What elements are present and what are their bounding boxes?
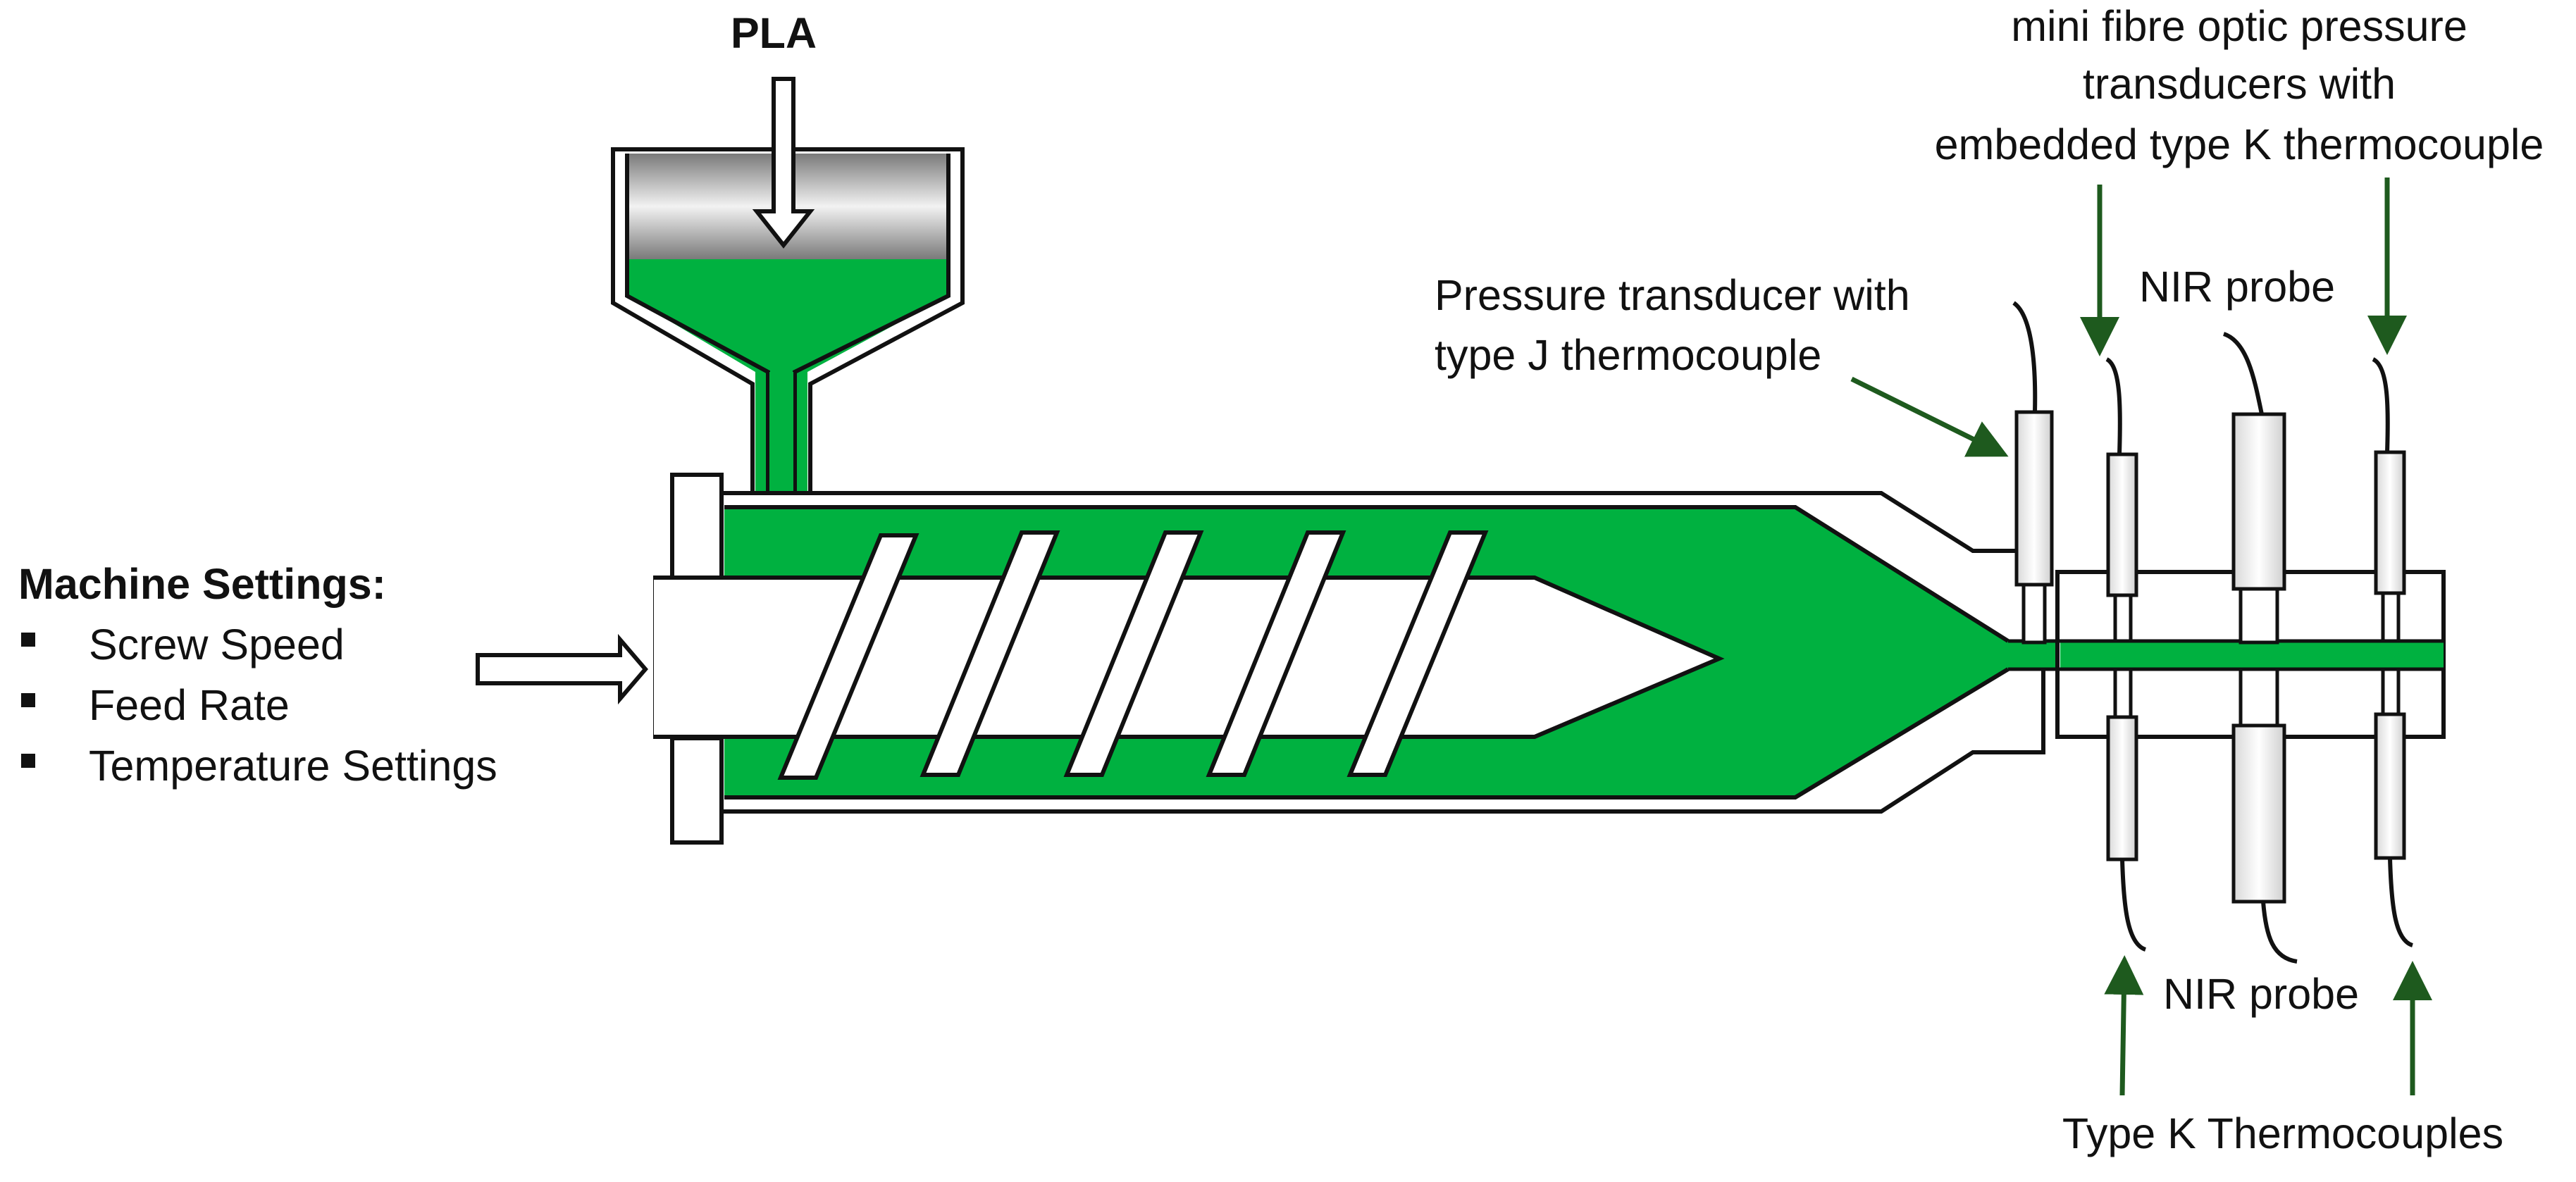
type-k-label: Type K Thermocouples (2062, 1109, 2503, 1157)
screw-flight-1 (777, 533, 919, 780)
annotation-arrows (1850, 178, 2432, 1096)
screw-flight-5 (1346, 530, 1489, 777)
bullet-3 (21, 754, 35, 768)
fibre-transducer-1 (2105, 357, 2138, 643)
setting-item: Feed Rate (89, 681, 290, 729)
screw-flight-4 (1206, 530, 1346, 777)
mini-fibre-label-line3: embedded type K thermocouple (1935, 120, 2544, 168)
thermocouple-1 (2106, 667, 2147, 952)
arrow-pressure-transducer (1850, 376, 2009, 457)
pressure-transducer-j (2012, 301, 2054, 645)
flange-top (670, 473, 724, 581)
setting-item: Temperature Settings (89, 742, 497, 790)
settings-arrow (476, 633, 648, 705)
mini-fibre-label-line1: mini fibre optic pressure (2011, 2, 2467, 50)
flange-bottom (670, 736, 724, 845)
machine-settings-title: Machine Settings: (18, 560, 386, 608)
bullet-1 (21, 633, 35, 647)
thermocouple-2 (2374, 667, 2414, 947)
screw-flight-2 (919, 530, 1060, 777)
bullet-2 (21, 693, 35, 707)
pressure-transducer-label-line2: type J thermocouple (1435, 331, 1821, 379)
setting-item: Screw Speed (89, 621, 345, 668)
pla-feed-arrow (752, 77, 815, 249)
machine-settings: Machine Settings: Screw Speed Feed Rate … (18, 560, 497, 790)
screw (653, 530, 1725, 780)
mini-fibre-label-line2: transducers with (2083, 60, 2396, 108)
nir-probe-bottom (2231, 667, 2298, 964)
nir-probe-top-label: NIR probe (2139, 263, 2335, 311)
pla-label: PLA (731, 9, 817, 57)
screw-flight-3 (1063, 530, 1204, 777)
arrow-type-k-1 (2104, 955, 2144, 1096)
nir-probe-bottom-label: NIR probe (2163, 970, 2359, 1018)
pressure-transducer-label-line1: Pressure transducer with (1435, 271, 1910, 319)
nir-probe-top (2222, 332, 2286, 645)
fibre-transducer-2 (2372, 357, 2406, 643)
